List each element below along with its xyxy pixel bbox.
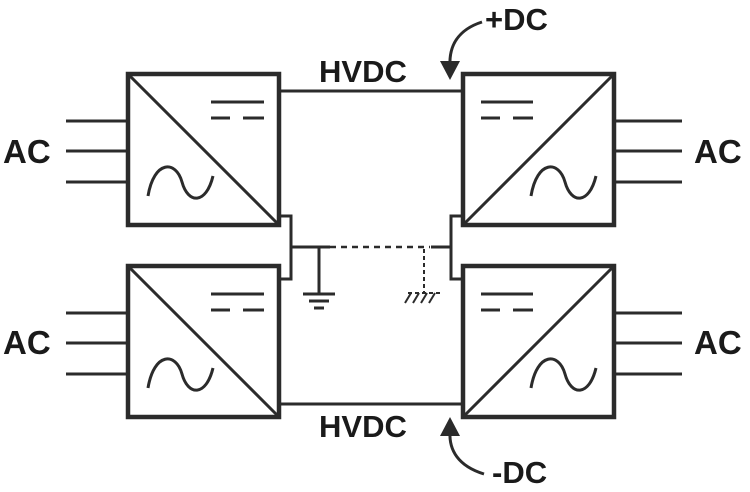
neutral-connection-right xyxy=(431,214,463,281)
converter-bottom-right xyxy=(460,263,617,420)
hvdc-label-top: HVDC xyxy=(319,54,407,89)
ac-label-bottom-right: AC xyxy=(694,324,742,361)
ac-lines-bottom-left xyxy=(66,311,128,376)
ac-label-top-left: AC xyxy=(3,133,51,170)
ac-lines-bottom-right xyxy=(613,311,682,376)
minus-dc-arrow xyxy=(440,417,485,476)
minus-dc-label: -DC xyxy=(492,455,547,490)
hvdc-label-bottom: HVDC xyxy=(319,409,407,444)
ground-icon xyxy=(303,247,335,310)
dc-symbol-icon xyxy=(481,292,533,312)
plus-dc-arrow xyxy=(440,20,483,80)
ac-label-top-right: AC xyxy=(694,133,742,170)
ac-lines-top-left xyxy=(66,119,128,184)
plus-dc-label: +DC xyxy=(485,2,548,37)
ac-label-bottom-left: AC xyxy=(3,324,51,361)
ac-sine-icon xyxy=(146,357,215,392)
ground-dashed-icon xyxy=(404,249,440,304)
converter-bottom-left xyxy=(125,263,282,420)
converter-top-left xyxy=(125,71,282,228)
ac-sine-icon xyxy=(146,165,215,200)
ac-sine-icon xyxy=(529,165,598,200)
dc-symbol-icon xyxy=(481,100,533,120)
dc-symbol-icon xyxy=(211,292,264,312)
dc-symbol-icon xyxy=(211,100,264,120)
converter-top-right xyxy=(460,71,617,228)
ac-sine-icon xyxy=(529,357,598,392)
neutral-connection-left xyxy=(279,214,330,281)
ac-lines-top-right xyxy=(613,119,682,184)
